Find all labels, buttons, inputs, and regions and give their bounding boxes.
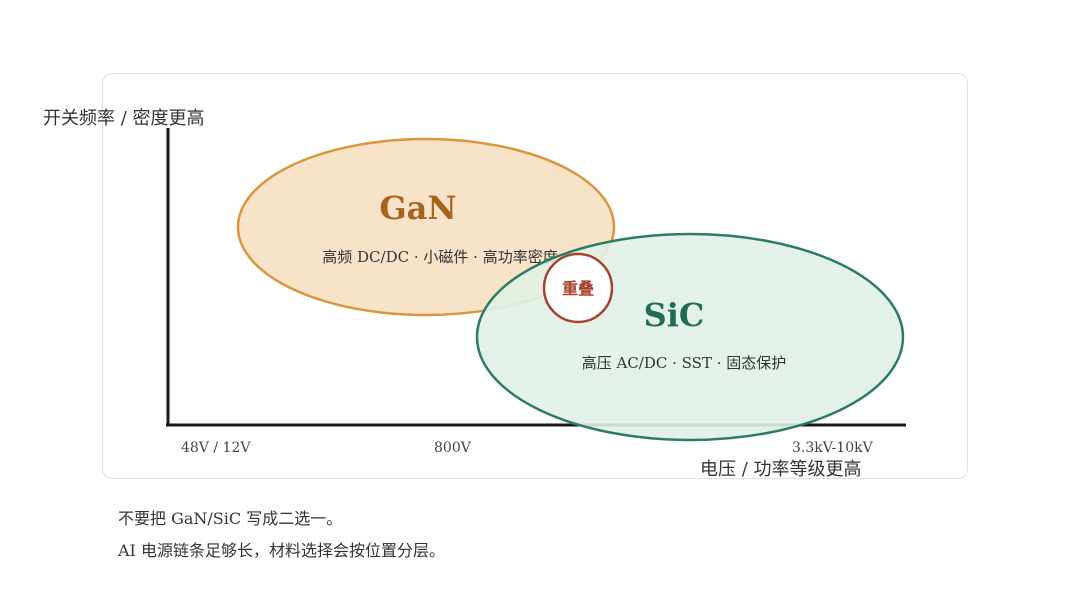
x-axis-label: 电压 / 功率等级更高	[700, 459, 862, 480]
x-tick-low: 48V / 12V	[181, 440, 251, 456]
gan-region: GaN 高频 DC/DC · 小磁件 · 高功率密度	[236, 137, 616, 317]
sic-subtitle: 高压 AC/DC · SST · 固态保护	[582, 354, 787, 372]
sic-ellipse	[475, 232, 905, 442]
y-axis-label: 开关频率 / 密度更高	[43, 108, 205, 129]
overlap-label: 重叠	[562, 279, 594, 298]
gan-ellipse	[236, 137, 616, 317]
gan-title: GaN	[379, 189, 456, 227]
x-tick-high: 3.3kV-10kV	[792, 440, 873, 456]
gan-subtitle: 高频 DC/DC · 小磁件 · 高功率密度	[322, 248, 557, 266]
note-line-2: AI 电源链条足够长，材料选择会按位置分层。	[118, 541, 445, 560]
sic-region: SiC 高压 AC/DC · SST · 固态保护	[475, 232, 905, 442]
note-line-1: 不要把 GaN/SiC 写成二选一。	[118, 509, 343, 528]
sic-title: SiC	[644, 296, 705, 334]
overlap-marker: 重叠	[542, 252, 614, 324]
x-tick-mid: 800V	[434, 440, 471, 456]
overlap-circle	[542, 252, 614, 324]
